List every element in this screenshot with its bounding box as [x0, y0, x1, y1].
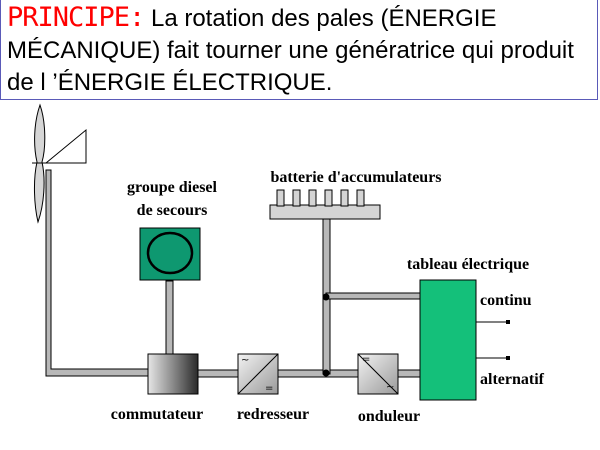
junction-dot-ac — [322, 369, 330, 377]
wind-energy-diagram: ~ = = ~ groupe diesel de secours batteri… — [32, 103, 545, 425]
switch-to-rectifier-wire — [197, 369, 239, 378]
rectifier-dc-symbol: = — [265, 383, 273, 394]
turbine-tail-vane — [44, 128, 87, 164]
inverter-dc-symbol: = — [362, 354, 370, 365]
diesel-generator-dial — [146, 231, 194, 275]
inverter-label: onduleur — [358, 408, 420, 425]
principle-label: PRINCIPE: — [7, 2, 145, 33]
switch-label: commutateur — [111, 406, 203, 423]
wind-turbine — [32, 103, 87, 224]
rectifier-to-inverter-wire — [277, 369, 359, 378]
battery-label: batterie d'accumulateurs — [270, 169, 441, 186]
diesel-to-switch-wire — [165, 280, 174, 355]
diesel-generator — [139, 227, 201, 281]
inverter-box: = ~ — [357, 353, 399, 395]
bus-to-panel-dc-wire — [325, 292, 421, 300]
diesel-label-line2: de secours — [137, 202, 208, 219]
principle-description: La rotation des pales (ÉNERGIE MÉCANIQUE… — [7, 5, 574, 96]
rectifier-box: ~ = — [237, 353, 279, 395]
principle-header: PRINCIPE: La rotation des pales (ÉNERGIE… — [0, 0, 598, 100]
inverter-to-panel-wire — [397, 369, 421, 378]
switch-box — [147, 353, 199, 395]
dc-output-label: continu — [480, 292, 532, 309]
inverter-ac-symbol: ~ — [386, 382, 394, 393]
dc-output-terminal — [506, 320, 510, 324]
diesel-label-line1: groupe diesel — [127, 179, 217, 196]
rectifier-ac-symbol: ~ — [241, 355, 249, 366]
battery-bank — [269, 189, 381, 220]
electrical-panel — [419, 279, 477, 401]
rectifier-label: redresseur — [237, 406, 309, 423]
panel-label: tableau électrique — [407, 256, 529, 273]
junction-dot-dc — [322, 293, 330, 301]
turbine-mast-wire — [45, 169, 149, 377]
principle-text: PRINCIPE: La rotation des pales (ÉNERGIE… — [7, 2, 597, 99]
ac-output-label: alternatif — [480, 371, 545, 388]
ac-output-terminal — [506, 356, 510, 360]
